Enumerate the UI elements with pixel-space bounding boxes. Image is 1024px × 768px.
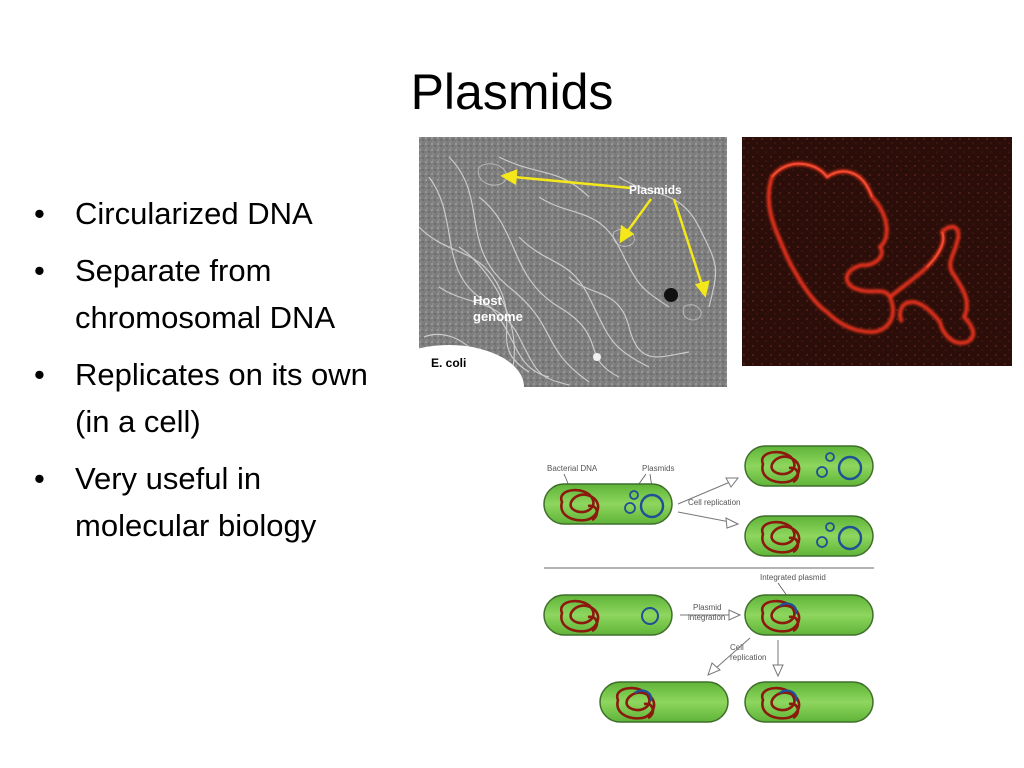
arrows-bottom bbox=[707, 637, 784, 678]
bullet-list: • Circularized DNA • Separate from chromos… bbox=[32, 190, 392, 559]
bullet-dot-icon: • bbox=[34, 253, 45, 288]
plasmid-replication-diagram: Bacterial DNA Plasmids Cell replication bbox=[540, 440, 880, 730]
label-replication: replication bbox=[730, 653, 766, 662]
label-cell: Cell bbox=[730, 643, 744, 652]
bullet-item: • Replicates on its own (in a cell) bbox=[32, 351, 392, 445]
label-ecoli: E. coli bbox=[431, 356, 466, 370]
label-plasmid: Plasmid bbox=[693, 603, 721, 612]
diagram-svg: Bacterial DNA Plasmids Cell replication bbox=[543, 445, 874, 723]
bullet-dot-icon: • bbox=[34, 461, 45, 496]
bullet-item: • Circularized DNA bbox=[32, 190, 392, 237]
plasmid-strand-highlight bbox=[771, 162, 945, 268]
source-cell bbox=[543, 483, 673, 525]
label-integration: integration bbox=[688, 613, 725, 622]
bullet-text: Circularized DNA bbox=[75, 196, 313, 231]
integrated-daughter-1 bbox=[599, 681, 729, 723]
pre-integration-cell bbox=[543, 594, 673, 636]
integrated-daughter-2 bbox=[744, 681, 874, 723]
micrograph-svg: Plasmids Host genome E. coli bbox=[419, 137, 727, 387]
label-integrated-plasmid: Integrated plasmid bbox=[760, 573, 826, 582]
bullet-dot-icon: • bbox=[34, 196, 45, 231]
label-plasmids: Plasmids bbox=[642, 464, 674, 473]
electron-micrograph-image: Plasmids Host genome E. coli bbox=[419, 137, 727, 387]
daughter-cell-1 bbox=[744, 445, 874, 487]
bullet-text: Separate from chromosomal DNA bbox=[75, 253, 336, 335]
fluorescent-svg bbox=[742, 137, 1012, 366]
label-cell-replication: Cell replication bbox=[688, 498, 740, 507]
bullet-dot-icon: • bbox=[34, 357, 45, 392]
bullet-text: Replicates on its own (in a cell) bbox=[75, 357, 368, 439]
daughter-cell-2 bbox=[744, 515, 874, 557]
integrated-cell bbox=[744, 594, 874, 636]
label-genome: genome bbox=[473, 309, 523, 324]
bullet-item: • Separate from chromosomal DNA bbox=[32, 247, 392, 341]
arrows-top bbox=[677, 477, 740, 529]
yellow-arrows bbox=[500, 169, 710, 298]
bullet-item: • Very useful in molecular biology bbox=[32, 455, 392, 549]
slide-title: Plasmids bbox=[410, 64, 614, 120]
arrow-integration bbox=[680, 609, 742, 621]
dark-particle bbox=[664, 288, 678, 302]
bright-particle bbox=[593, 353, 601, 361]
label-bacterial-dna: Bacterial DNA bbox=[547, 464, 598, 473]
ecoli-cell-shape bbox=[419, 345, 524, 387]
fluorescent-plasmid-image bbox=[742, 137, 1012, 366]
label-plasmids: Plasmids bbox=[629, 183, 682, 197]
label-host: Host bbox=[473, 293, 503, 308]
host-genome-strands bbox=[419, 156, 717, 386]
bullet-text: Very useful in molecular biology bbox=[75, 461, 317, 543]
